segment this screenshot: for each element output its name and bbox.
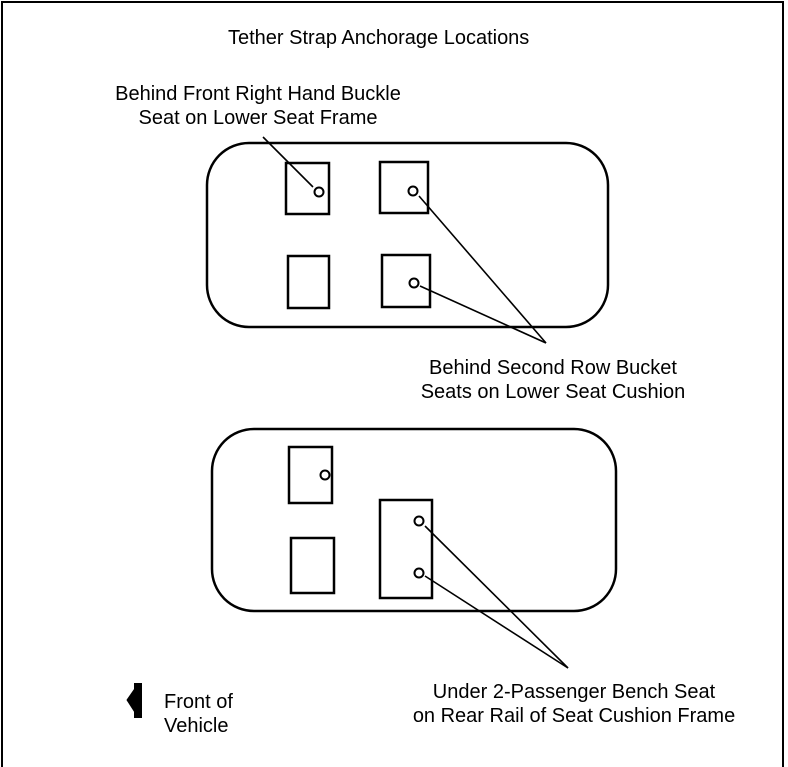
seat-front-left xyxy=(286,254,331,310)
label-bench-anchors: Under 2-Passenger Bench Seat on Rear Rai… xyxy=(374,680,774,728)
vehicle-outline-upper xyxy=(205,141,610,329)
label-bench-line-2: on Rear Rail of Seat Cushion Frame xyxy=(412,705,736,727)
leader-second-row-left xyxy=(419,285,547,344)
anchor-second-row-left xyxy=(408,277,420,289)
label-second-row-anchors: Behind Second Row Bucket Seats on Lower … xyxy=(378,356,728,404)
anchor-front-right-lower xyxy=(319,469,331,481)
vehicle-outline-lower xyxy=(210,427,618,613)
anchor-second-row-right xyxy=(407,185,419,197)
anchor-bench-lower xyxy=(413,567,425,579)
label-front-right-anchor: Behind Front Right Hand Buckle Seat on L… xyxy=(88,82,428,130)
leader-second-row-right xyxy=(418,195,547,344)
leader-bench-upper xyxy=(424,525,569,669)
label-front-of-vehicle: Front of Vehicle xyxy=(164,690,233,738)
anchor-bench-upper xyxy=(413,515,425,527)
seat-second-row-right xyxy=(378,160,430,215)
seat-second-row-left xyxy=(380,253,432,309)
diagram-title: Tether Strap Anchorage Locations xyxy=(228,27,530,49)
leader-bench-lower xyxy=(424,575,569,669)
seat-front-right-lower xyxy=(287,445,334,505)
bench-seat xyxy=(378,498,434,600)
label-second-row-line-1: Behind Second Row Bucket xyxy=(429,357,677,379)
seat-front-left-lower xyxy=(289,536,336,595)
label-front-right-line-1: Behind Front Right Hand Buckle xyxy=(115,83,401,105)
label-front-line-1: Front of xyxy=(164,691,233,713)
label-bench-line-1: Under 2-Passenger Bench Seat xyxy=(432,681,716,703)
leader-front-right xyxy=(262,136,314,188)
label-front-line-2: Vehicle xyxy=(164,715,229,737)
label-front-right-line-2: Seat on Lower Seat Frame xyxy=(138,107,378,129)
seat-front-right xyxy=(284,161,331,216)
label-second-row-line-2: Seats on Lower Seat Cushion xyxy=(420,381,686,403)
anchor-front-right xyxy=(313,186,325,198)
front-arrow-icon-body xyxy=(134,683,142,718)
